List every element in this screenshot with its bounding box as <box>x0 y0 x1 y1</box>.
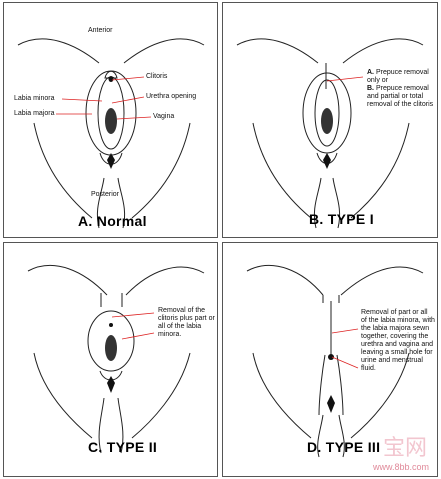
panel-title-type-1: B. TYPE I <box>309 211 374 227</box>
type-1-anatomy-drawing <box>236 38 424 229</box>
type-2-description: Removal of the clitoris plus part or all… <box>158 307 215 338</box>
type-1-description: A. Prepuce removal only or B. Prepuce re… <box>367 69 435 109</box>
note-a-text: Prepuce removal only or <box>367 69 429 84</box>
type-2-anatomy-drawing <box>27 264 205 454</box>
type-3-description: Removal of part or all of the labia mino… <box>361 309 435 372</box>
label-urethra-opening: Urethra opening <box>146 93 197 100</box>
panel-type-3: Removal of part or all of the labia mino… <box>222 242 438 477</box>
watermark-url: www.8bb.com <box>372 462 429 472</box>
label-posterior: Posterior <box>91 191 120 198</box>
panel-title-type-3: D. TYPE III <box>307 439 381 455</box>
watermark-logo: 宝网 <box>382 435 427 460</box>
label-anterior: Anterior <box>88 27 113 34</box>
note-b-text: Prepuce removal and partial or total rem… <box>367 85 434 108</box>
type-3-anatomy-drawing <box>246 264 424 458</box>
panel-normal: Anterior Clitoris Labia minora Urethra o… <box>3 2 218 238</box>
panel-title-normal: A. Normal <box>78 213 147 229</box>
note-b-marker: B. <box>367 85 374 92</box>
label-vagina: Vagina <box>153 113 175 120</box>
normal-anatomy-drawing <box>17 38 205 229</box>
label-labia-majora: Labia majora <box>14 110 55 117</box>
note-a-marker: A. <box>367 69 374 76</box>
label-labia-minora: Labia minora <box>14 95 55 102</box>
label-clitoris: Clitoris <box>146 73 168 80</box>
panel-type-2: Removal of the clitoris plus part or all… <box>3 242 218 477</box>
panel-title-type-2: C. TYPE II <box>88 439 158 455</box>
panel-type-1: A. Prepuce removal only or B. Prepuce re… <box>222 2 438 238</box>
